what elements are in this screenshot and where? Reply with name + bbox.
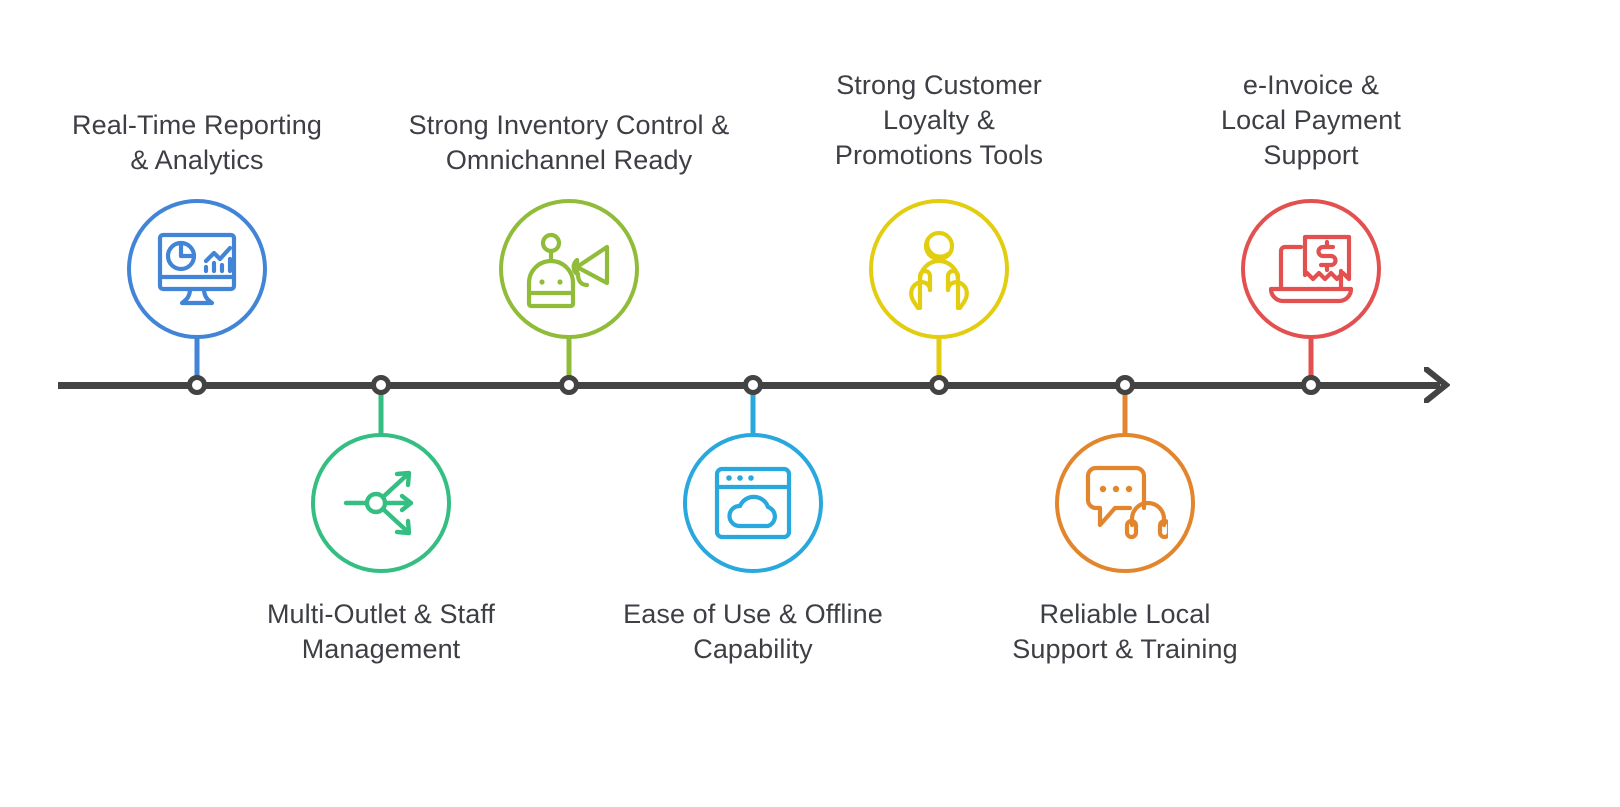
browser-cloud-icon — [714, 466, 792, 540]
node-stem-5 — [936, 335, 942, 385]
hands-customer-icon — [909, 230, 969, 310]
laptop-invoice-dollar-icon — [1268, 234, 1354, 304]
node-stem-4 — [750, 385, 756, 435]
node-icon-circle-7[interactable] — [1241, 199, 1381, 339]
axis-node-1[interactable] — [187, 375, 207, 395]
monitor-analytics-icon — [157, 232, 237, 306]
node-label-7: e-Invoice & Local Payment Support — [1221, 70, 1401, 170]
node-stem-7 — [1308, 335, 1314, 385]
robot-megaphone-icon — [526, 232, 610, 309]
node-label-6: Reliable Local Support & Training — [1012, 599, 1238, 664]
share-branching-icon — [343, 470, 414, 536]
node-icon-circle-3[interactable] — [499, 199, 639, 339]
node-stem-2 — [378, 385, 384, 435]
node-stem-1 — [194, 335, 200, 385]
node-label-3: Strong Inventory Control & Omnichannel R… — [408, 110, 730, 175]
node-icon-circle-5[interactable] — [869, 199, 1009, 339]
axis-node-4[interactable] — [743, 375, 763, 395]
axis-node-3[interactable] — [559, 375, 579, 395]
axis-node-6[interactable] — [1115, 375, 1135, 395]
node-icon-circle-6[interactable] — [1055, 433, 1195, 573]
axis-node-7[interactable] — [1301, 375, 1321, 395]
node-label-2: Multi-Outlet & Staff Management — [266, 599, 496, 664]
chat-headset-support-icon — [1085, 465, 1168, 540]
node-stem-6 — [1122, 385, 1128, 435]
node-icon-circle-1[interactable] — [127, 199, 267, 339]
node-label-5: Strong Customer Loyalty & Promotions Too… — [834, 70, 1044, 170]
axis-node-2[interactable] — [371, 375, 391, 395]
node-icon-circle-4[interactable] — [683, 433, 823, 573]
node-label-4: Ease of Use & Offline Capability — [623, 599, 883, 664]
timeline-arrow-icon — [1424, 367, 1450, 403]
node-icon-circle-2[interactable] — [311, 433, 451, 573]
node-stem-3 — [566, 335, 572, 385]
axis-node-5[interactable] — [929, 375, 949, 395]
node-label-1: Real-Time Reporting & Analytics — [72, 110, 322, 175]
